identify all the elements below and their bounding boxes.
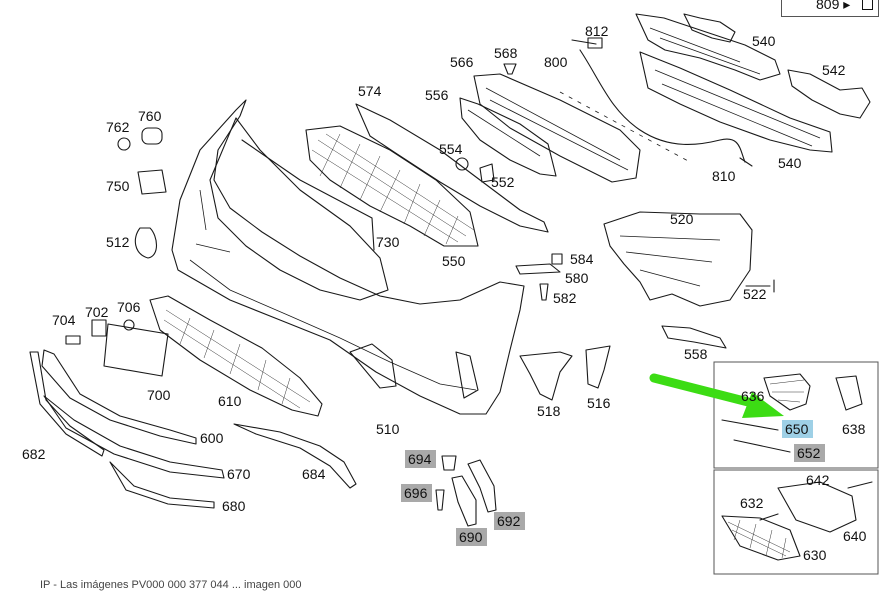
callout-556[interactable]: 556 (425, 87, 449, 103)
highlight-696 (401, 484, 432, 502)
callout-810[interactable]: 810 (712, 168, 736, 184)
callout-704[interactable]: 704 (52, 312, 76, 328)
part-762-760-sensor (117, 127, 163, 151)
part-696-screw (435, 489, 445, 511)
callout-558[interactable]: 558 (684, 346, 708, 362)
callout-640[interactable]: 640 (843, 528, 867, 544)
inset-box-lower (713, 469, 879, 575)
callout-670[interactable]: 670 (227, 466, 251, 482)
callout-574[interactable]: 574 (358, 83, 382, 99)
callout-682[interactable]: 682 (22, 446, 46, 462)
callout-632[interactable]: 632 (740, 495, 764, 511)
part-812-810-cable (571, 37, 753, 167)
callout-554[interactable]: 554 (439, 141, 463, 157)
callout-584[interactable]: 584 (570, 251, 594, 267)
part-556-grille-frame (459, 97, 557, 177)
highlight-692 (494, 512, 525, 530)
callout-692[interactable]: 692 (497, 513, 521, 529)
part-518-trim (519, 351, 573, 401)
reference-label: 809 ▸ (816, 0, 851, 12)
part-542-bracket (787, 69, 871, 119)
callout-518[interactable]: 518 (537, 403, 561, 419)
callout-800[interactable]: 800 (544, 54, 568, 70)
inset-box-upper (713, 361, 879, 469)
part-600-trim-strip (41, 349, 197, 445)
part-680-trim-strip (109, 461, 215, 509)
callout-540-upper[interactable]: 540 (752, 33, 776, 49)
callout-610[interactable]: 610 (218, 393, 242, 409)
part-540-upper-absorber (635, 13, 781, 81)
callout-680[interactable]: 680 (222, 498, 246, 514)
callout-566[interactable]: 566 (450, 54, 474, 70)
external-link-icon (862, 0, 873, 10)
callout-694[interactable]: 694 (408, 451, 432, 467)
callout-684[interactable]: 684 (302, 466, 326, 482)
part-692-trim (467, 459, 497, 513)
part-554-552-fasteners (455, 157, 495, 183)
part-584-580-582-hardware (515, 253, 563, 301)
part-800-crossmember (473, 73, 691, 183)
part-704-702-706-hardware (65, 319, 135, 345)
highlight-694 (405, 450, 436, 468)
callout-582[interactable]: 582 (553, 290, 577, 306)
callout-520[interactable]: 520 (670, 211, 694, 227)
callout-696[interactable]: 696 (404, 485, 428, 501)
callout-580[interactable]: 580 (565, 270, 589, 286)
callout-630[interactable]: 630 (803, 547, 827, 563)
part-558-bracket (661, 325, 727, 349)
callout-600[interactable]: 600 (200, 430, 224, 446)
part-670-trim-strip (43, 395, 225, 479)
part-522-screw (745, 279, 775, 293)
callout-690[interactable]: 690 (459, 529, 483, 545)
callout-550[interactable]: 550 (442, 253, 466, 269)
part-516-trim (585, 345, 611, 389)
callout-702[interactable]: 702 (85, 304, 109, 320)
part-682-trim-strip (29, 351, 105, 457)
callout-516[interactable]: 516 (587, 395, 611, 411)
highlight-652 (794, 444, 825, 462)
part-750-module (137, 169, 167, 195)
callout-700[interactable]: 700 (147, 387, 171, 403)
callout-652[interactable]: 652 (797, 445, 821, 461)
part-700-license-bracket (103, 323, 169, 377)
callout-730[interactable]: 730 (376, 234, 400, 250)
callout-812[interactable]: 812 (585, 23, 609, 39)
part-510-bumper-cover (171, 99, 525, 415)
highlight-690 (456, 528, 487, 546)
part-568-clip (503, 63, 517, 75)
callout-522[interactable]: 522 (743, 286, 767, 302)
callout-650[interactable]: 650 (785, 421, 809, 437)
part-512-tow-cap (134, 227, 158, 259)
callout-760[interactable]: 760 (138, 108, 162, 124)
reference-link-box[interactable]: 809 ▸ (781, 0, 879, 17)
callout-636[interactable]: 636 (741, 388, 765, 404)
part-520-side-bracket (603, 211, 753, 307)
callout-750[interactable]: 750 (106, 178, 130, 194)
callout-642[interactable]: 642 (806, 472, 830, 488)
part-684-trim-strip (233, 423, 357, 489)
callout-542[interactable]: 542 (822, 62, 846, 78)
part-694-clip (441, 455, 457, 471)
green-pointer-arrow-icon (649, 373, 784, 418)
part-730-grille-mesh (305, 125, 479, 247)
part-610-lower-grille (149, 295, 323, 417)
callout-540-lower[interactable]: 540 (778, 155, 802, 171)
highlight-650-selected (782, 420, 813, 438)
callout-552[interactable]: 552 (491, 174, 515, 190)
callout-706[interactable]: 706 (117, 299, 141, 315)
callout-510[interactable]: 510 (376, 421, 400, 437)
part-540-lower-absorber (639, 51, 833, 153)
footer-caption: IP - Las imágenes PV000 000 377 044 ... … (40, 579, 302, 591)
callout-638[interactable]: 638 (842, 421, 866, 437)
callout-512[interactable]: 512 (106, 234, 130, 250)
callout-568[interactable]: 568 (494, 45, 518, 61)
callout-762[interactable]: 762 (106, 119, 130, 135)
part-690-trim (451, 475, 477, 527)
